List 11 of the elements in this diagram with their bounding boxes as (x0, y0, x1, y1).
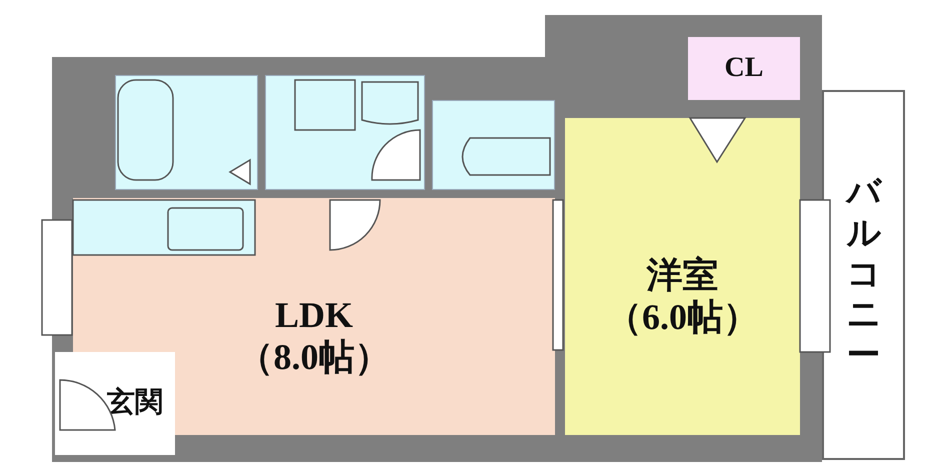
room-label: 洋室 (646, 255, 718, 296)
room-label: （6.0帖） (606, 296, 759, 338)
bedroom-floor (565, 118, 800, 435)
room-label: バルコニー (846, 173, 880, 376)
room-label: LDK (274, 295, 353, 336)
toilet-floor (432, 100, 555, 190)
closet-floor (688, 37, 800, 100)
room-label: 玄関 (107, 387, 163, 420)
room-label: CL (724, 52, 764, 85)
room-label: （8.0帖） (238, 336, 390, 378)
balcony-area (822, 90, 905, 460)
